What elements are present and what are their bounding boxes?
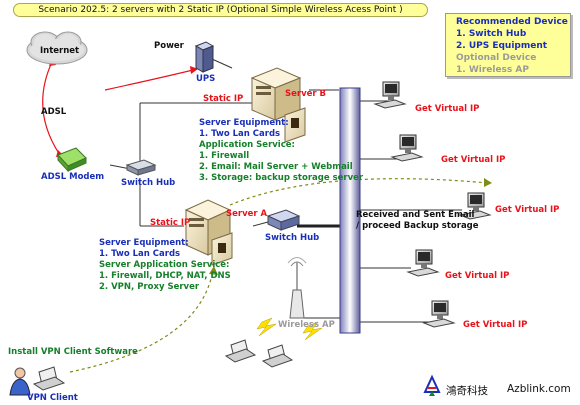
adsl-modem-icon bbox=[57, 147, 87, 173]
switch-hub-center-label: Switch Hub bbox=[265, 233, 320, 243]
optional-heading: Optional Device bbox=[456, 53, 537, 63]
server-a-service-2: 2. VPN, Proxy Server bbox=[99, 282, 200, 292]
server-b-service-1: 1. Firewall bbox=[199, 151, 250, 161]
workstation-icon-2 bbox=[390, 134, 424, 162]
adsl-label: ADSL bbox=[41, 107, 67, 117]
client-label-1: Get Virtual IP bbox=[415, 104, 480, 114]
server-a-service-1: 1. Firewall, DHCP, NAT, DNS bbox=[99, 271, 231, 281]
backup-dotted-curve bbox=[229, 178, 489, 206]
laptop-icon-1 bbox=[224, 339, 257, 363]
recommended-item-1: 1. Switch Hub bbox=[456, 29, 527, 39]
adsl-line bbox=[42, 61, 61, 156]
diagram-title: Scenario 202.5: 2 servers with 2 Static … bbox=[13, 3, 428, 17]
internet-label: Internet bbox=[40, 46, 80, 56]
ups-label: UPS bbox=[196, 74, 216, 84]
wireless-ap-icon bbox=[287, 257, 307, 319]
workstation-icon-4 bbox=[406, 249, 440, 277]
server-a-equipment-heading: Server Equipment: bbox=[99, 238, 189, 248]
server-b-label: Server B bbox=[285, 89, 327, 99]
logo-latin-text: Azblink.com bbox=[507, 383, 571, 395]
internet-cloud-icon bbox=[26, 31, 88, 65]
laptop-icon-3 bbox=[32, 366, 66, 391]
workstation-icon-1 bbox=[373, 81, 407, 109]
vpn-dotted-curve bbox=[69, 269, 214, 373]
workstation-icon-5 bbox=[422, 300, 456, 328]
backup-storage-label: / proceed Backup storage bbox=[356, 221, 479, 231]
static-ip-a-label: Static IP bbox=[150, 218, 191, 228]
server-b-equipment-heading: Server Equipment: bbox=[199, 118, 289, 128]
workstation-icon-3 bbox=[458, 192, 492, 220]
client-label-5: Get Virtual IP bbox=[463, 320, 528, 330]
server-b-service-3: 3. Storage: backup storage server bbox=[199, 173, 364, 183]
vpn-user-icon bbox=[9, 367, 31, 396]
switch-hub-center-icon bbox=[266, 209, 301, 231]
switch-hub-left-icon bbox=[125, 159, 157, 176]
azblink-logo-icon bbox=[423, 374, 441, 396]
recommended-item-2: 2. UPS Equipment bbox=[456, 41, 548, 51]
power-label: Power bbox=[154, 41, 184, 51]
recommended-device-panel: Recommended Device 1. Switch Hub 2. UPS … bbox=[445, 13, 571, 77]
client-label-3: Get Virtual IP bbox=[495, 205, 560, 215]
server-b-equipment-item: 1. Two Lan Cards bbox=[199, 129, 281, 139]
server-b-service-2: 2. Email: Mail Server + Webmail bbox=[199, 162, 353, 172]
client-label-4: Get Virtual IP bbox=[445, 271, 510, 281]
laptop-icon-2 bbox=[261, 344, 294, 368]
link-a-switch bbox=[252, 221, 269, 227]
switch-hub-left-label: Switch Hub bbox=[121, 178, 176, 188]
vpn-client-label: VPN Client bbox=[27, 393, 78, 403]
server-a-label: Server A bbox=[226, 209, 268, 219]
wireless-ap-label: Wireless AP bbox=[278, 320, 335, 330]
network-backbone bbox=[339, 87, 361, 334]
adsl-modem-label: ADSL Modem bbox=[41, 172, 105, 182]
received-email-label: Received and Sent Email bbox=[356, 210, 475, 220]
server-a-equipment-item: 1. Two Lan Cards bbox=[99, 249, 181, 259]
ups-icon bbox=[194, 41, 215, 73]
server-b-service-heading: Application Service: bbox=[199, 140, 295, 150]
server-b-icon bbox=[250, 67, 306, 143]
logo-chinese-text: 鴻奇科技 bbox=[446, 385, 488, 397]
wireless-signal-icon-1 bbox=[256, 317, 277, 337]
optional-item-1: 1. Wireless AP bbox=[456, 65, 529, 75]
static-ip-b-label: Static IP bbox=[203, 94, 244, 104]
recommended-heading: Recommended Device bbox=[456, 17, 568, 27]
server-a-icon bbox=[184, 199, 233, 266]
network-links bbox=[109, 54, 462, 323]
install-vpn-label: Install VPN Client Software bbox=[8, 347, 138, 357]
wireless-signal-icon-2 bbox=[302, 321, 323, 341]
power-arrow bbox=[104, 69, 194, 91]
client-label-2: Get Virtual IP bbox=[441, 155, 506, 165]
server-a-service-heading: Server Application Service: bbox=[99, 260, 230, 270]
